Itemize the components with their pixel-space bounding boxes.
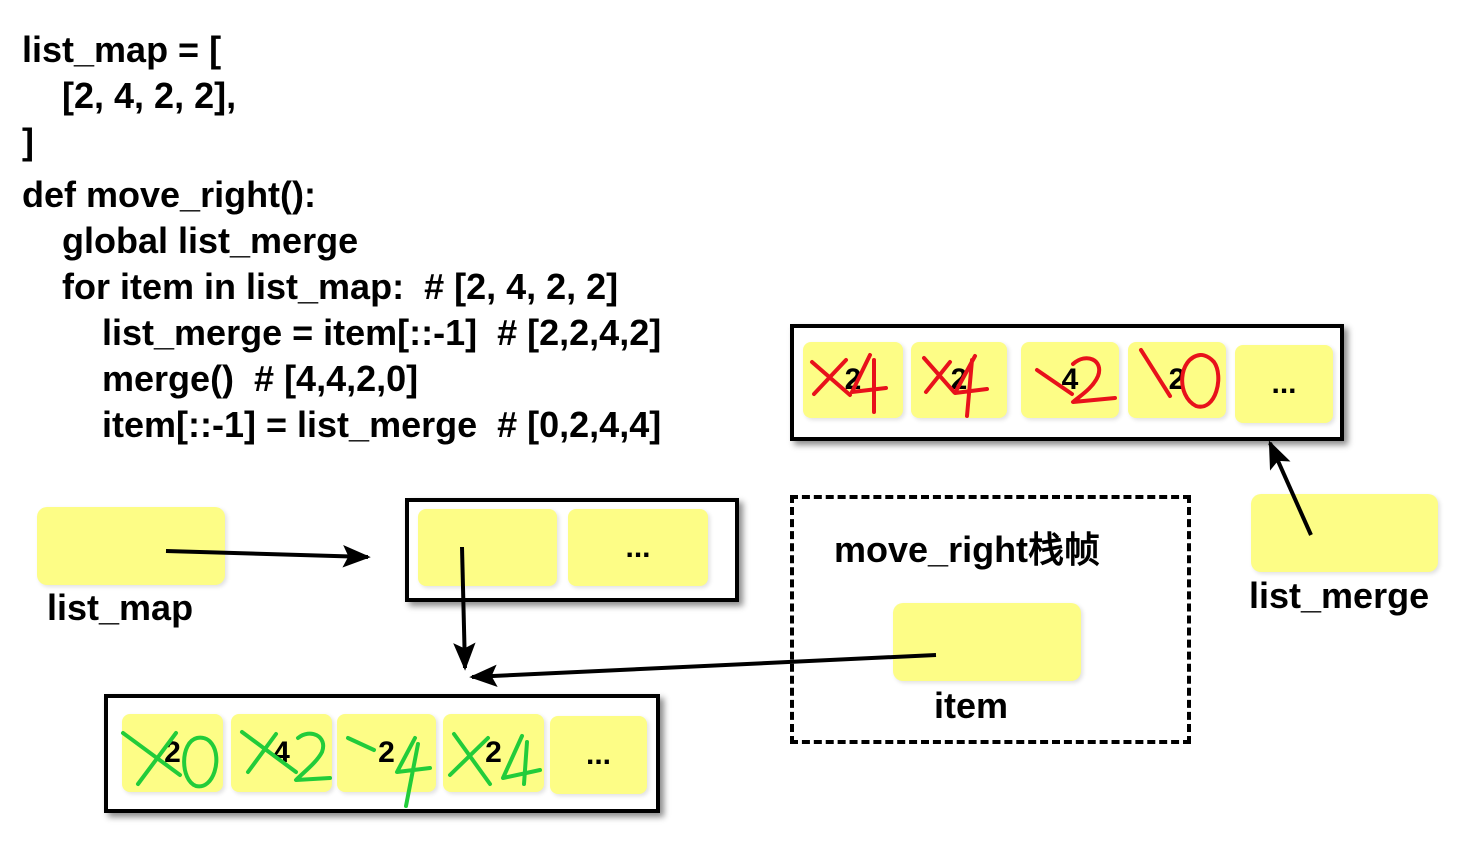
move-right-stack-frame [790, 495, 1191, 744]
inner-list-cell-value: ... [585, 738, 611, 771]
outer-list-frame [405, 498, 739, 602]
merge-cell-value: 2 [1168, 363, 1186, 396]
inner-list-cell: 2 [122, 714, 223, 792]
merge-cell-value: ... [1271, 367, 1297, 400]
list-merge-object-frame [790, 324, 1344, 441]
merge-cell-value: 2 [950, 363, 968, 396]
code-line: ] [22, 121, 34, 162]
inner-list-cell-value: 4 [273, 736, 290, 769]
code-line: list_map = [ [22, 29, 222, 70]
outer-list-cell: ... [568, 509, 708, 586]
merge-cell: 2 [1128, 342, 1226, 418]
inner-list-cell-value: 2 [378, 736, 395, 769]
inner-list-cell-value: 2 [485, 736, 502, 769]
merge-cell-value: 2 [844, 363, 862, 396]
list-merge-label: list_merge [1249, 575, 1430, 616]
code-line: merge() # [4,4,2,0] [22, 358, 419, 399]
item-label: item [934, 685, 1009, 726]
inner-list-cell-value: 2 [164, 736, 181, 769]
list-map-label: list_map [47, 587, 194, 628]
outer-list-cell-value: ... [625, 530, 651, 564]
merge-cell: ... [1235, 345, 1333, 423]
merge-cell-value: 4 [1061, 363, 1079, 396]
inner-list-cell: 4 [231, 714, 332, 792]
code-line: [2, 4, 2, 2], [22, 75, 237, 116]
inner-list-cell: 2 [337, 714, 436, 792]
inner-list-cell: 2 [443, 714, 544, 792]
inner-list-cell: ... [550, 716, 647, 794]
outer-list-cell [418, 509, 557, 586]
list-map-variable-box [37, 507, 225, 585]
code-line: list_merge = item[::-1] # [2,2,4,2] [22, 312, 662, 353]
code-line: item[::-1] = list_merge # [0,2,4,4] [22, 404, 662, 445]
stack-frame-title: move_right栈帧 [834, 529, 1101, 570]
merge-cell: 4 [1021, 342, 1119, 418]
merge-cell: 2 [911, 342, 1007, 418]
code-line: def move_right(): [22, 174, 317, 215]
code-line: for item in list_map: # [2, 4, 2, 2] [22, 266, 619, 307]
merge-cell: 2 [803, 342, 903, 418]
inner-list-frame [104, 694, 660, 813]
item-variable-box [893, 603, 1081, 681]
list-merge-variable-box [1251, 494, 1438, 572]
code-line: global list_merge [22, 220, 359, 261]
